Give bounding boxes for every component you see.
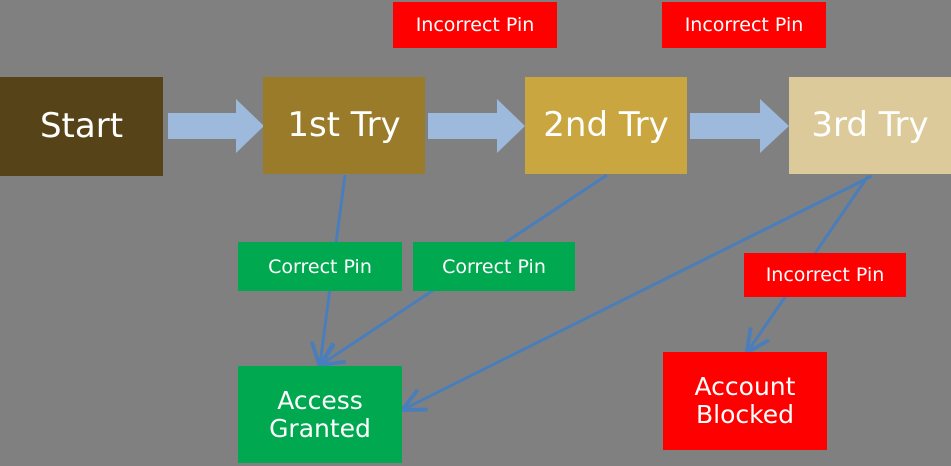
node-1st-try-label: 1st Try [287,105,401,146]
label-incorrect-pin-2-text: Incorrect Pin [684,14,804,36]
label-correct-pin-2[interactable]: Correct Pin [413,242,575,291]
node-access-granted-label: Access Granted [269,385,371,443]
node-2nd-try[interactable]: 2nd Try [525,77,687,174]
block-arrow-try2-to-try3 [690,99,789,153]
node-3rd-try-label: 3rd Try [811,105,929,146]
label-incorrect-pin-1[interactable]: Incorrect Pin [393,2,557,48]
node-start-label: Start [39,106,124,147]
label-correct-pin-1[interactable]: Correct Pin [238,242,402,291]
node-account-blocked[interactable]: Account Blocked [663,352,827,450]
node-2nd-try-label: 2nd Try [543,105,669,146]
label-incorrect-pin-3[interactable]: Incorrect Pin [744,253,906,297]
node-1st-try[interactable]: 1st Try [263,77,425,174]
node-account-blocked-label: Account Blocked [694,372,796,429]
node-start[interactable]: Start [0,77,163,176]
label-incorrect-pin-3-text: Incorrect Pin [765,264,885,286]
node-3rd-try[interactable]: 3rd Try [789,77,951,174]
block-arrow-start-to-try1 [168,99,264,153]
label-incorrect-pin-1-text: Incorrect Pin [415,14,535,36]
node-access-granted[interactable]: Access Granted [238,366,402,463]
label-incorrect-pin-2[interactable]: Incorrect Pin [662,2,826,48]
label-correct-pin-1-text: Correct Pin [268,255,372,278]
block-arrow-try1-to-try2 [428,99,525,153]
label-correct-pin-2-text: Correct Pin [442,255,546,278]
